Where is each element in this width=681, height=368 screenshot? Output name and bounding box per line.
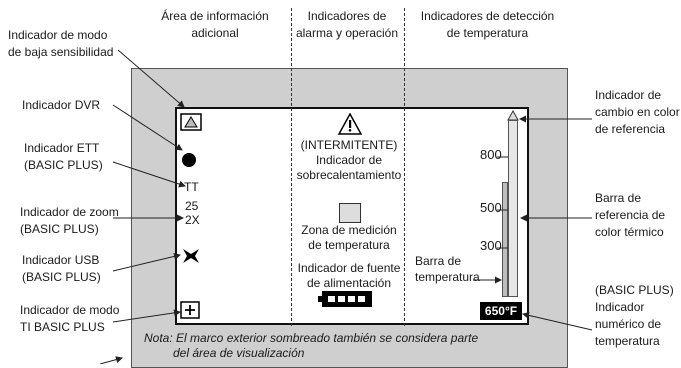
dvr-record-icon <box>181 152 197 168</box>
ett-indicator-text: TT <box>184 180 199 194</box>
separator-left <box>291 8 292 326</box>
battery-icon <box>318 291 372 307</box>
zoom-value-1: 25 <box>185 199 199 213</box>
callout-frame <box>99 356 123 364</box>
separator-right <box>404 8 405 326</box>
callout-low-sensitivity <box>117 49 185 108</box>
callout-usb <box>112 252 181 272</box>
overheat-warning-icon <box>337 112 363 135</box>
numeric-temp-readout: 650°F <box>480 302 522 320</box>
color-reference-bar <box>508 120 518 297</box>
low-sensitivity-icon <box>180 113 202 131</box>
scale-label-300: 300 <box>480 238 502 253</box>
label-usb: Indicador USB(BASIC PLUS) <box>22 253 101 284</box>
scale-label-800: 800 <box>480 147 502 162</box>
usb-icon <box>181 246 201 266</box>
zoom-value-2: 2X <box>185 213 200 227</box>
scale-label-500: 500 <box>480 200 502 215</box>
callout-ett <box>112 161 186 188</box>
label-zoom: Indicador de zoom(BASIC PLUS) <box>20 205 119 236</box>
callout-numeric-temp <box>522 311 593 331</box>
label-dvr: Indicador DVR <box>22 98 101 112</box>
callout-dvr <box>112 104 183 151</box>
label-ett: Indicador ETT(BASIC PLUS) <box>24 141 103 172</box>
temperature-bar <box>502 182 508 297</box>
measurement-zone-box <box>339 203 361 223</box>
callout-ti <box>112 309 181 323</box>
ti-basic-plus-icon <box>180 301 200 319</box>
footnote: Nota: El marco exterior sombreado tambié… <box>144 331 479 360</box>
